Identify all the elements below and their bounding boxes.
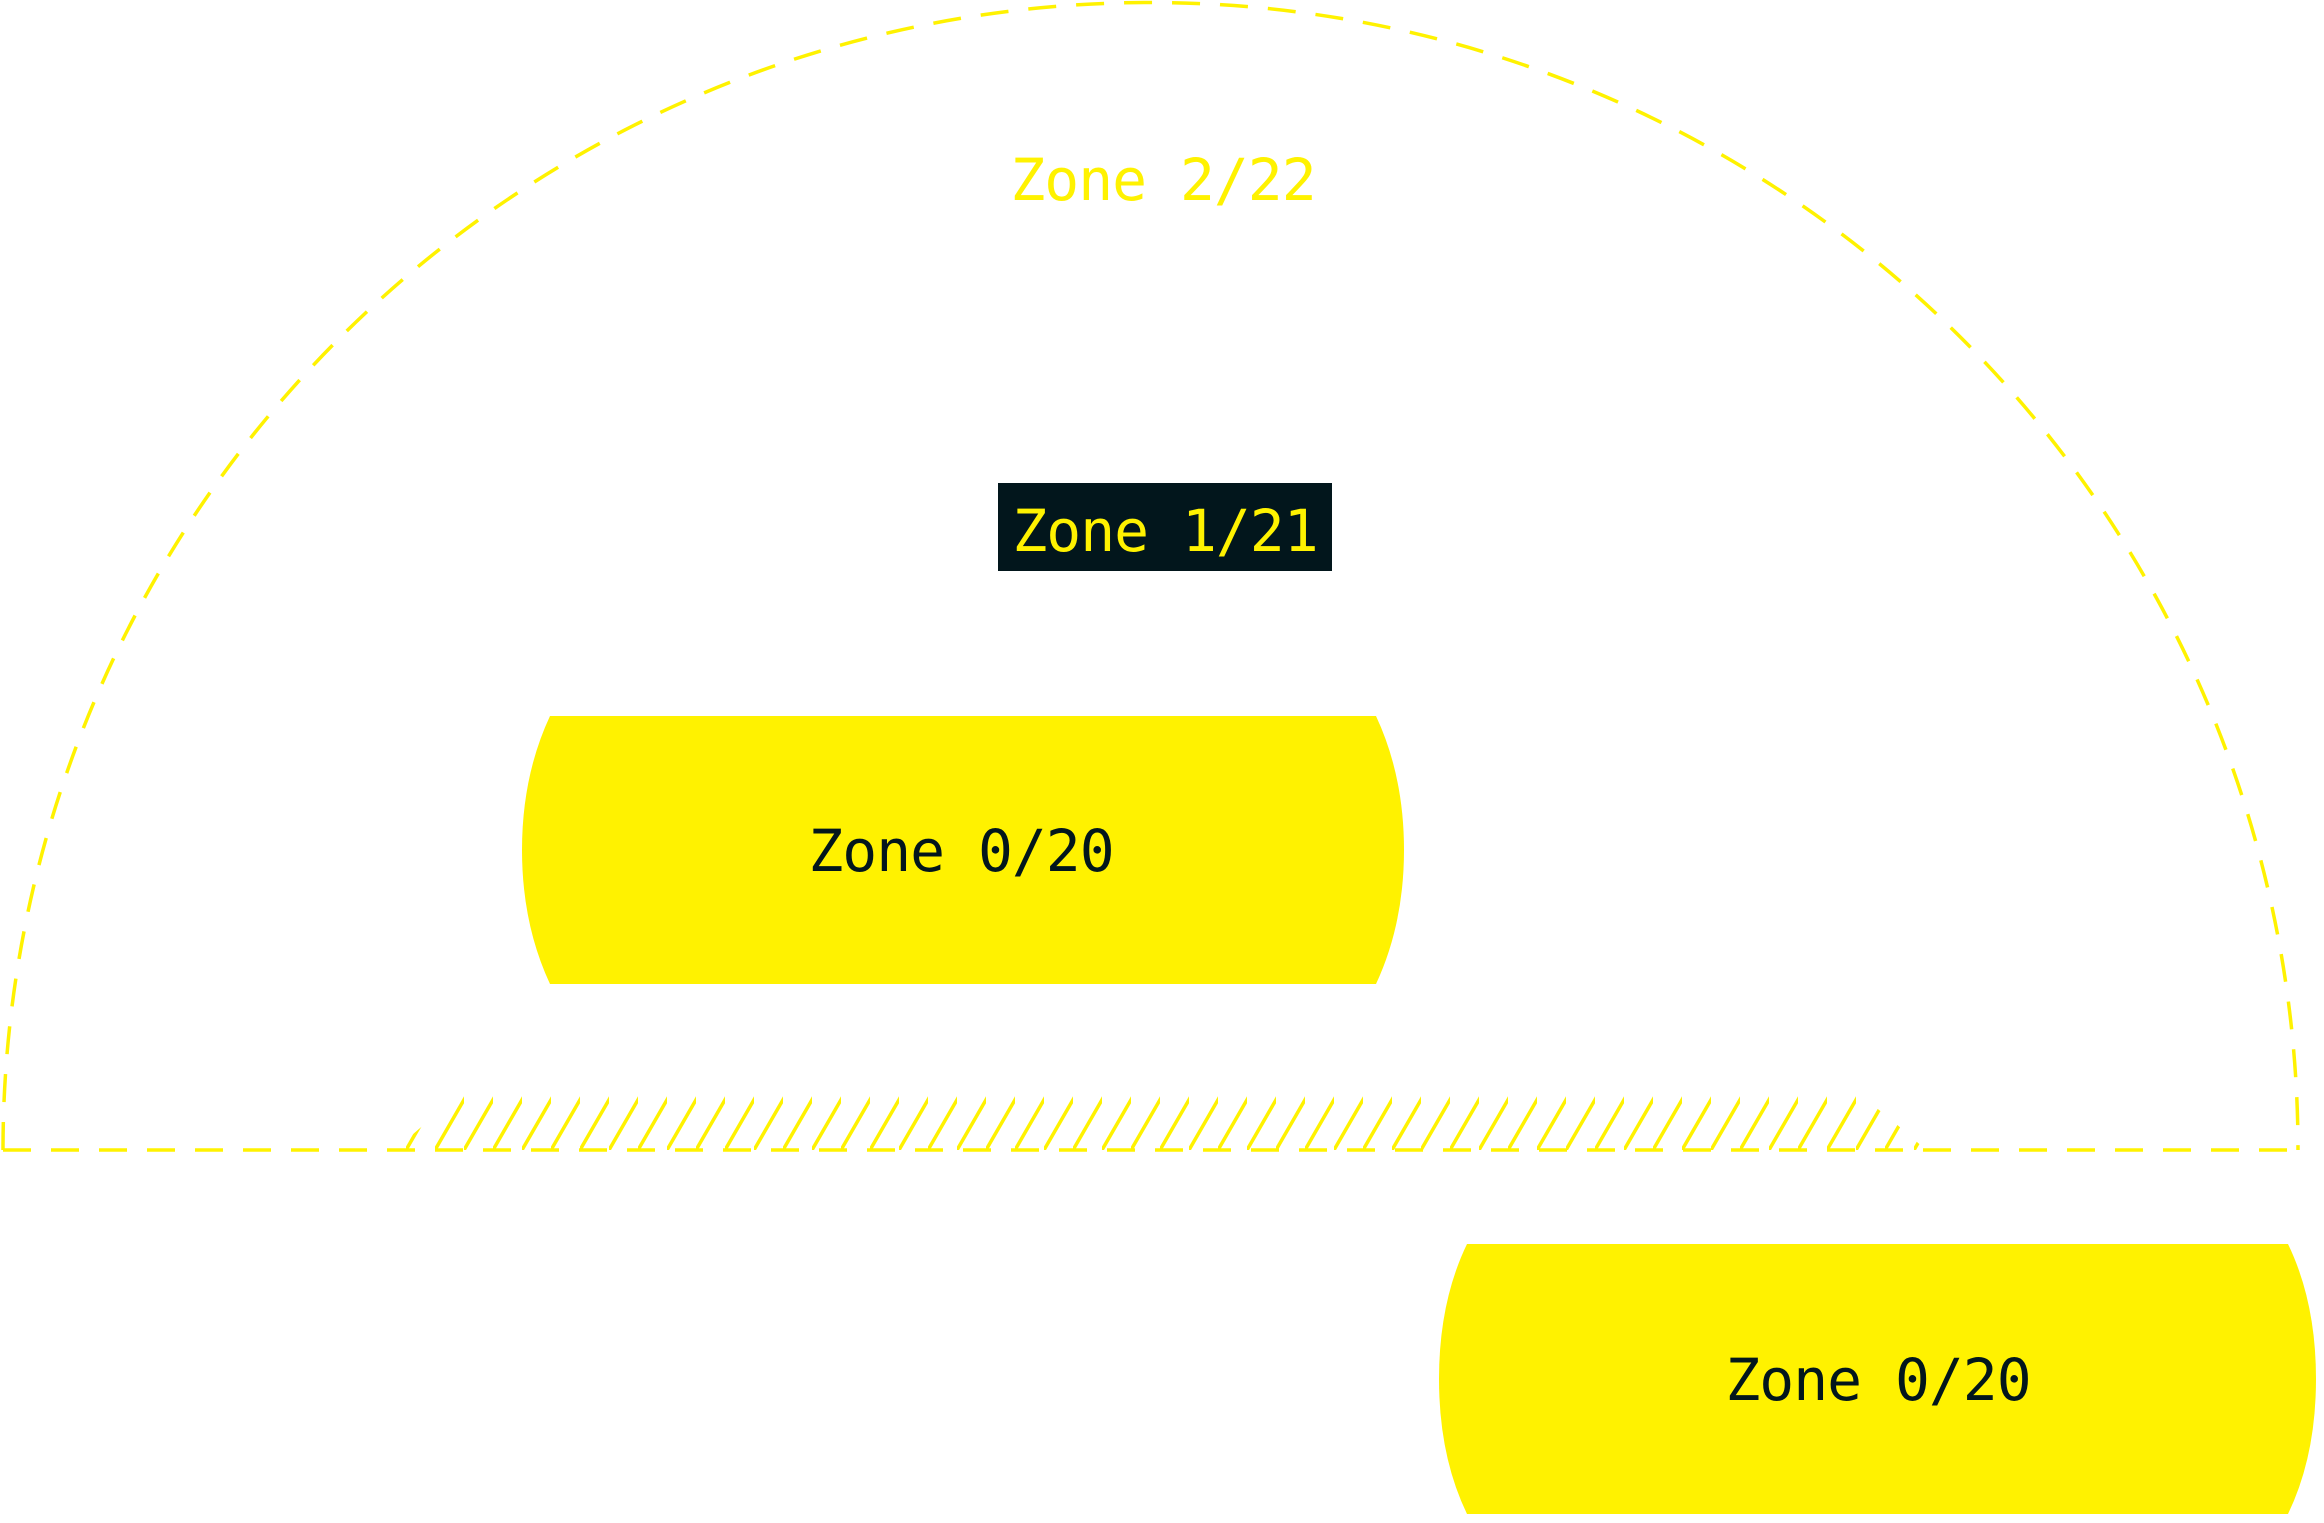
zone-0-lower-tank [1439,1244,2316,1514]
zone-1-label-box [998,483,1332,571]
zone-2-label: Zone 2/22 [1010,146,1315,214]
zone-2-area [1,0,2300,1152]
zone-0-upper-tank [522,716,1404,984]
zone-0-upper-label: Zone 0/20 [808,817,1113,885]
zone-1-label: Zone 1/21 [1012,497,1317,565]
zone-0-lower-label: Zone 0/20 [1725,1346,2030,1414]
